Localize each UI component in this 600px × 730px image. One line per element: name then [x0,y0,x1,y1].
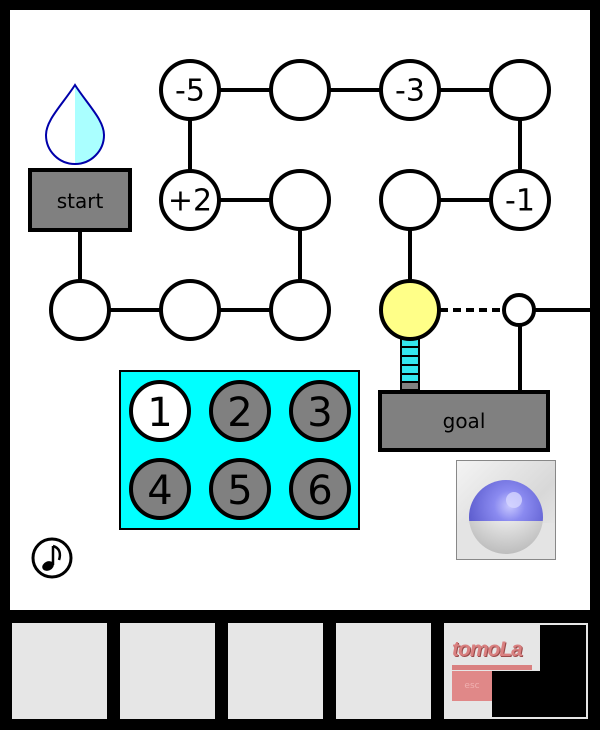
inventory-slot-3[interactable] [228,623,323,719]
game-stage: start -5 -3 +2 -1 goal 1 2 3 4 5 6 [10,10,590,610]
game-board: start -5 -3 +2 -1 goal 1 2 3 4 5 6 [28,59,590,530]
dice-button-5[interactable]: 5 [209,458,271,520]
board-node[interactable]: +2 [159,169,221,231]
path-lines [78,88,590,392]
inventory-bar: tomoLa esc [0,620,600,730]
dice-button-label: 6 [307,468,332,514]
dice-button-6[interactable]: 6 [289,458,351,520]
dice-button-circle[interactable] [129,380,191,442]
board-node[interactable] [379,169,441,231]
brand-subtitle: esc [452,671,492,701]
dice-panel: 1 2 3 4 5 6 [119,370,360,530]
start-box: start [28,168,132,232]
board-node[interactable]: -5 [159,59,221,121]
dice-button-3[interactable]: 3 [289,380,351,442]
board-node[interactable] [269,279,331,341]
board-node-circle[interactable] [49,279,111,341]
board-node-circle[interactable] [379,169,441,231]
board-node[interactable] [49,279,111,341]
board-node-circle[interactable] [159,59,221,121]
dice-button-circle[interactable] [289,458,351,520]
board-node-circle[interactable] [269,59,331,121]
board-node-label: -1 [505,184,535,219]
board-node[interactable] [159,279,221,341]
inventory-slot-2[interactable] [120,623,215,719]
sphere-button[interactable] [456,460,556,560]
dice-button-circle[interactable] [209,458,271,520]
brand-logo[interactable]: tomoLa esc [444,623,588,719]
dice-button-label: 1 [147,390,172,436]
dice-button-circle[interactable] [289,380,351,442]
music-button[interactable] [30,536,74,580]
dice-button-circle[interactable] [209,380,271,442]
dice-button-2[interactable]: 2 [209,380,271,442]
board-node-circle[interactable] [159,169,221,231]
inventory-slot-1[interactable] [12,623,107,719]
board-node-circle[interactable] [159,279,221,341]
dice-button-circle[interactable] [129,458,191,520]
inventory-slot-4[interactable] [336,623,431,719]
goal-box: goal [378,390,550,452]
goal-label: goal [443,409,486,433]
board-node-label: -3 [395,74,425,109]
brand-black-block [492,671,586,717]
dice-button-label: 3 [307,390,332,436]
board-node[interactable] [269,59,331,121]
dice-button-label: 5 [227,468,252,514]
dice-button-4[interactable]: 4 [129,458,191,520]
water-drop-icon [44,83,106,165]
player-token [379,279,441,341]
dice-button-label: 4 [147,468,172,514]
board-node-label: -5 [175,74,205,109]
start-label: start [57,189,104,213]
board-node-circle[interactable] [379,59,441,121]
board-node[interactable] [489,59,551,121]
brand-title: tomoLa [452,638,523,661]
board-node-circle[interactable] [269,279,331,341]
music-note-icon [31,537,73,579]
board-node-circle[interactable] [489,59,551,121]
dice-button-label: 2 [227,390,252,436]
dice-button-1[interactable]: 1 [129,380,191,442]
sphere-button-icon [457,480,555,559]
board-node[interactable] [269,169,331,231]
junction-node[interactable] [502,293,536,327]
ladder [400,337,420,391]
brand-bar [452,665,532,670]
board-node-circle[interactable] [489,169,551,231]
board-node-label: +2 [168,184,212,219]
board-nodes: -5 -3 +2 -1 [49,59,551,341]
board-node[interactable]: -3 [379,59,441,121]
board-node[interactable]: -1 [489,169,551,231]
board-node-circle[interactable] [269,169,331,231]
